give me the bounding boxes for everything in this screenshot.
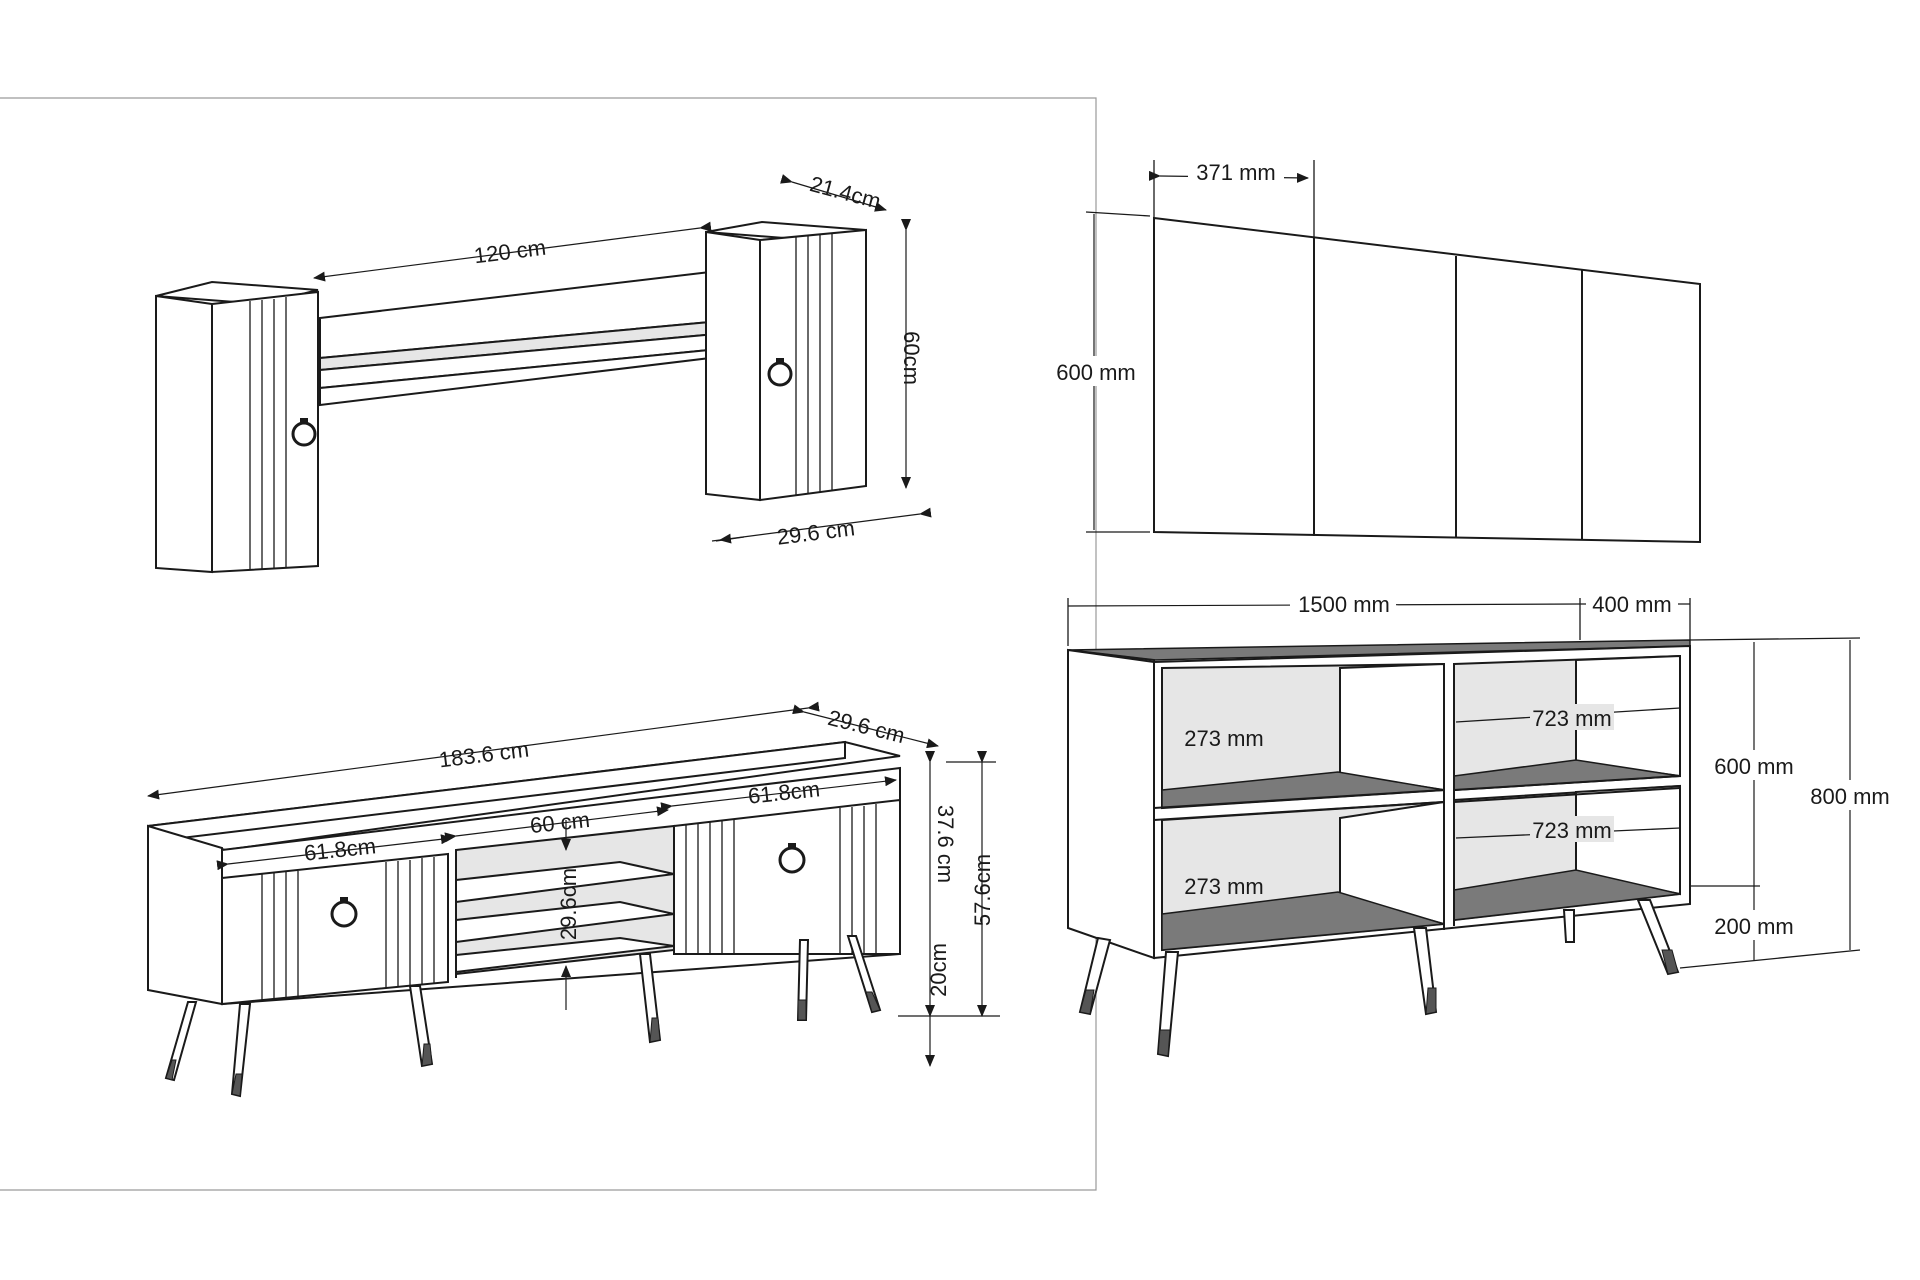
- mirror-drawing: 371 mm 600 mm: [1046, 158, 1701, 544]
- bookcase-total-height-label: 800 mm: [1810, 784, 1889, 809]
- tv-length-dim-line: [147, 701, 820, 800]
- tv-right-door-grooves: [685, 804, 877, 954]
- tv-depth-dim-line: [792, 704, 939, 749]
- wall-depth-label: 21.4cm: [807, 171, 883, 214]
- left-panel-frame: [0, 97, 1097, 1191]
- tv-legs: [164, 935, 882, 1098]
- tv-center-label: 60 cm: [529, 807, 591, 838]
- tv-depth-label: 29.6 cm: [825, 705, 907, 748]
- tv-body-height-label: 37.6 cm: [933, 805, 958, 883]
- wall-right-cabinet-grooves: [795, 234, 833, 496]
- tv-left-door: [221, 852, 449, 1006]
- tv-shelf-height-label: 29.6cm: [556, 868, 581, 940]
- bookcase-left-side: [1067, 648, 1155, 960]
- wall-left-cabinet-front: [211, 290, 319, 574]
- bookcase-body-height-label: 600 mm: [1714, 754, 1793, 779]
- mirror-height-label: 600 mm: [1056, 360, 1135, 385]
- bookcase-lower-compartment-label: 273 mm: [1184, 874, 1263, 899]
- ring-handle-icon: [330, 897, 358, 928]
- bookcase-depth-label: 400 mm: [1592, 592, 1671, 617]
- bookcase-upper-shelf-width-label: 723 mm: [1532, 706, 1611, 731]
- tv-left-door-grooves: [261, 857, 435, 1000]
- bookcase-legs: [1078, 899, 1680, 1058]
- wall-width-dim-line: [313, 221, 712, 282]
- wall-height-label: 60cm: [899, 331, 924, 385]
- wall-cabinet-width-dim-line: [719, 507, 932, 544]
- tv-right-door-dim-line: [660, 776, 897, 813]
- bookcase-lower-shelf-width-label: 723 mm: [1532, 818, 1611, 843]
- tv-total-height-label: 57.6cm: [970, 854, 995, 926]
- wall-right-cabinet-front: [759, 228, 867, 502]
- wall-right-cabinet-side: [705, 230, 761, 502]
- wall-width-label: 120 cm: [473, 235, 548, 269]
- tv-left-door-dim-line: [216, 834, 453, 871]
- tv-center-dim-line: [444, 806, 669, 843]
- bookcase-leg-height-label: 200 mm: [1714, 914, 1793, 939]
- wall-left-cabinet-grooves: [249, 297, 287, 569]
- ring-handle-icon: [767, 358, 793, 387]
- wall-unit-drawing: 120 cm 21.4cm 60cm 29.6 cm: [155, 171, 932, 574]
- tv-length-label: 183.6 cm: [437, 737, 530, 773]
- mirror-panel-width-label: 371 mm: [1196, 160, 1275, 185]
- wall-depth-dim-line: [780, 174, 887, 212]
- wall-left-cabinet-side: [155, 294, 213, 574]
- bookcase-drawing: 1500 mm 400 mm 273 mm 273 mm 723 mm 723 …: [1067, 590, 1900, 1058]
- ring-handle-icon: [778, 843, 806, 874]
- tv-leg-height-label: 20cm: [926, 943, 951, 997]
- bookcase-width-label: 1500 mm: [1298, 592, 1390, 617]
- tv-stand-drawing: 183.6 cm 29.6 cm 61.8cm 60 cm 61.8cm 29.…: [147, 701, 1000, 1098]
- mirror-frame: [1153, 216, 1701, 544]
- ring-handle-icon: [291, 418, 317, 447]
- wall-cabinet-width-label: 29.6 cm: [775, 515, 856, 549]
- tv-left-side: [147, 824, 223, 1006]
- bookcase-upper-compartment-label: 273 mm: [1184, 726, 1263, 751]
- tv-right-door: [673, 798, 901, 955]
